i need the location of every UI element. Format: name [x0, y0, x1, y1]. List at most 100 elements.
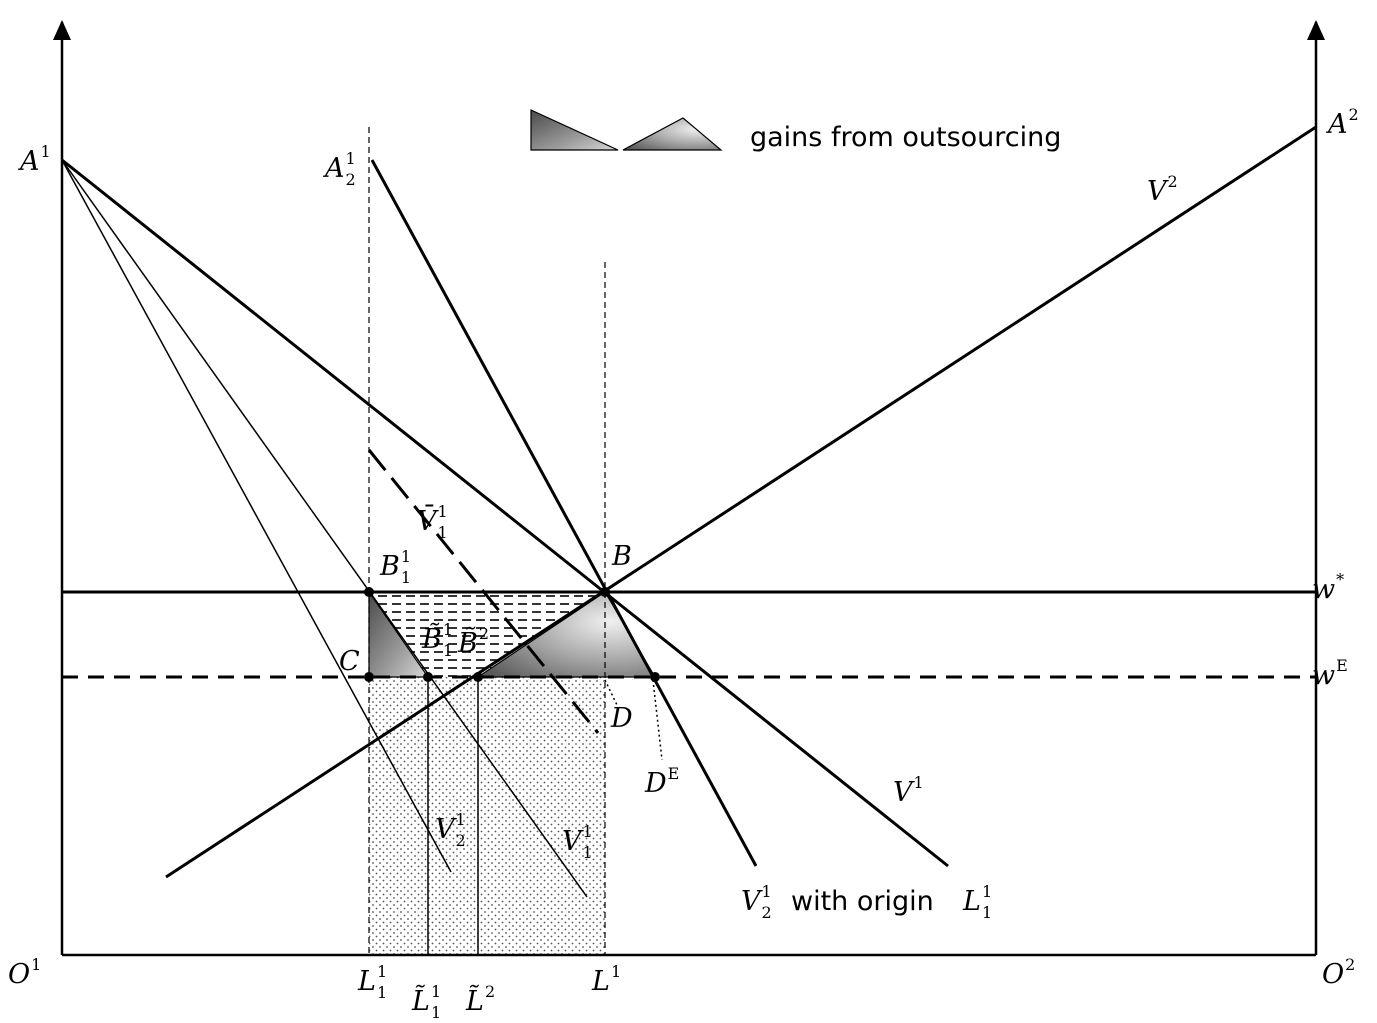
label-Btilde11-base: B̃	[421, 622, 442, 655]
label-D-base: D	[610, 703, 633, 734]
label-A21-base: A	[322, 153, 345, 184]
label-Vbar11-sub: 1	[438, 523, 448, 542]
legend-swatch-right	[622, 117, 723, 151]
label-with-origin: with origin	[791, 886, 934, 917]
label-wE-base: w	[1312, 660, 1335, 691]
label-Ltilde11-sub: 1	[431, 1003, 441, 1022]
point-Btilde11	[423, 672, 433, 682]
label-wstar: w*	[1312, 570, 1344, 605]
label-L1-base: L	[591, 966, 610, 997]
label-L11-sup: 1	[377, 962, 387, 981]
label-B: B	[611, 541, 632, 572]
label-Ltilde11-sup: 1	[431, 982, 441, 1001]
label-A21-sub: 2	[346, 170, 356, 189]
label-L11origin-sup: 1	[982, 882, 992, 901]
point-B	[600, 587, 610, 597]
label-wstar-base: w	[1312, 574, 1335, 605]
point-DE	[650, 672, 660, 682]
label-V1-sup: 1	[914, 773, 924, 792]
label-V21-sub: 2	[456, 831, 466, 850]
curve-V11	[61, 159, 588, 898]
point-B11	[364, 587, 374, 597]
label-Ltilde11-base: L̃	[411, 984, 430, 1017]
gain-triangle-left	[368, 590, 430, 678]
label-V21-base: V	[435, 814, 457, 845]
label-O2-base: O	[1322, 959, 1344, 990]
label-A1-sup: 1	[41, 142, 51, 161]
label-wstar-sup: *	[1336, 570, 1344, 589]
label-B11-sup: 1	[401, 547, 411, 566]
label-V11-sub: 1	[583, 843, 593, 862]
point-Btilde2	[473, 672, 483, 682]
label-O1-base: O	[8, 959, 30, 990]
label-Ltilde2-base: L̃	[465, 984, 484, 1017]
curve-V21	[61, 159, 452, 873]
dashed-region	[369, 592, 605, 677]
label-L11origin-sub: 1	[982, 903, 992, 922]
curve-Vbar11	[367, 449, 600, 734]
label-Btilde2: B̃2	[457, 624, 489, 659]
label-V11-base: V	[562, 826, 584, 857]
curve-V21-origin	[370, 159, 758, 867]
label-V2-base: V	[1147, 176, 1169, 207]
label-Btilde11: B̃1 1	[421, 620, 453, 660]
point-C	[364, 672, 374, 682]
label-A2-base: A	[1325, 109, 1348, 140]
label-wE-sup: E	[1336, 656, 1348, 675]
label-DE-base: D	[644, 768, 667, 799]
dotted-region	[369, 677, 606, 955]
label-B11-sub: 1	[401, 568, 411, 587]
label-B11-base: B	[379, 551, 400, 582]
label-V21-sup: 1	[456, 810, 466, 829]
label-L11-sub: 1	[377, 983, 387, 1002]
label-Btilde2-sup: 2	[479, 624, 489, 643]
label-Ltilde2-sup: 2	[485, 982, 495, 1001]
label-O1-sup: 1	[31, 955, 41, 974]
curve-V1	[61, 158, 949, 868]
label-Vbar11: V̄1 1	[417, 502, 448, 542]
label-A21-sup: 1	[346, 149, 356, 168]
legend-text: gains from outsourcing	[750, 122, 1061, 153]
label-Ltilde2: L̃2	[465, 982, 495, 1017]
label-V11-sup: 1	[583, 822, 593, 841]
label-A1-base: A	[17, 146, 40, 177]
label-V21origin-sup: 1	[762, 882, 772, 901]
legend-swatch-left	[530, 109, 619, 151]
label-C-base: C	[339, 646, 360, 677]
label-Btilde2-base: B̃	[457, 626, 478, 659]
label-DE-sup: E	[668, 764, 680, 783]
label-B-base: B	[611, 541, 632, 572]
label-V2-sup: 2	[1168, 172, 1178, 191]
label-V21origin-sub: 2	[762, 903, 772, 922]
dotted-DE	[652, 679, 663, 761]
label-Vbar11-base: V̄	[417, 503, 439, 537]
label-O2-sup: 2	[1345, 955, 1355, 974]
curve-V2	[165, 125, 1317, 879]
label-L1-sup: 1	[611, 962, 621, 981]
label-L11-base: L	[357, 966, 376, 997]
label-Btilde11-sup: 1	[443, 620, 453, 639]
label-V21origin-base: V	[741, 886, 763, 917]
label-Ltilde11: L̃1 1	[411, 982, 441, 1022]
label-Btilde11-sub: 1	[443, 641, 453, 660]
label-Vbar11-sup: 1	[438, 502, 448, 521]
label-A2-sup: 2	[1349, 105, 1359, 124]
label-L11origin-base: L	[962, 886, 981, 917]
label-V1-base: V	[893, 777, 915, 808]
dotted-D	[604, 679, 618, 706]
